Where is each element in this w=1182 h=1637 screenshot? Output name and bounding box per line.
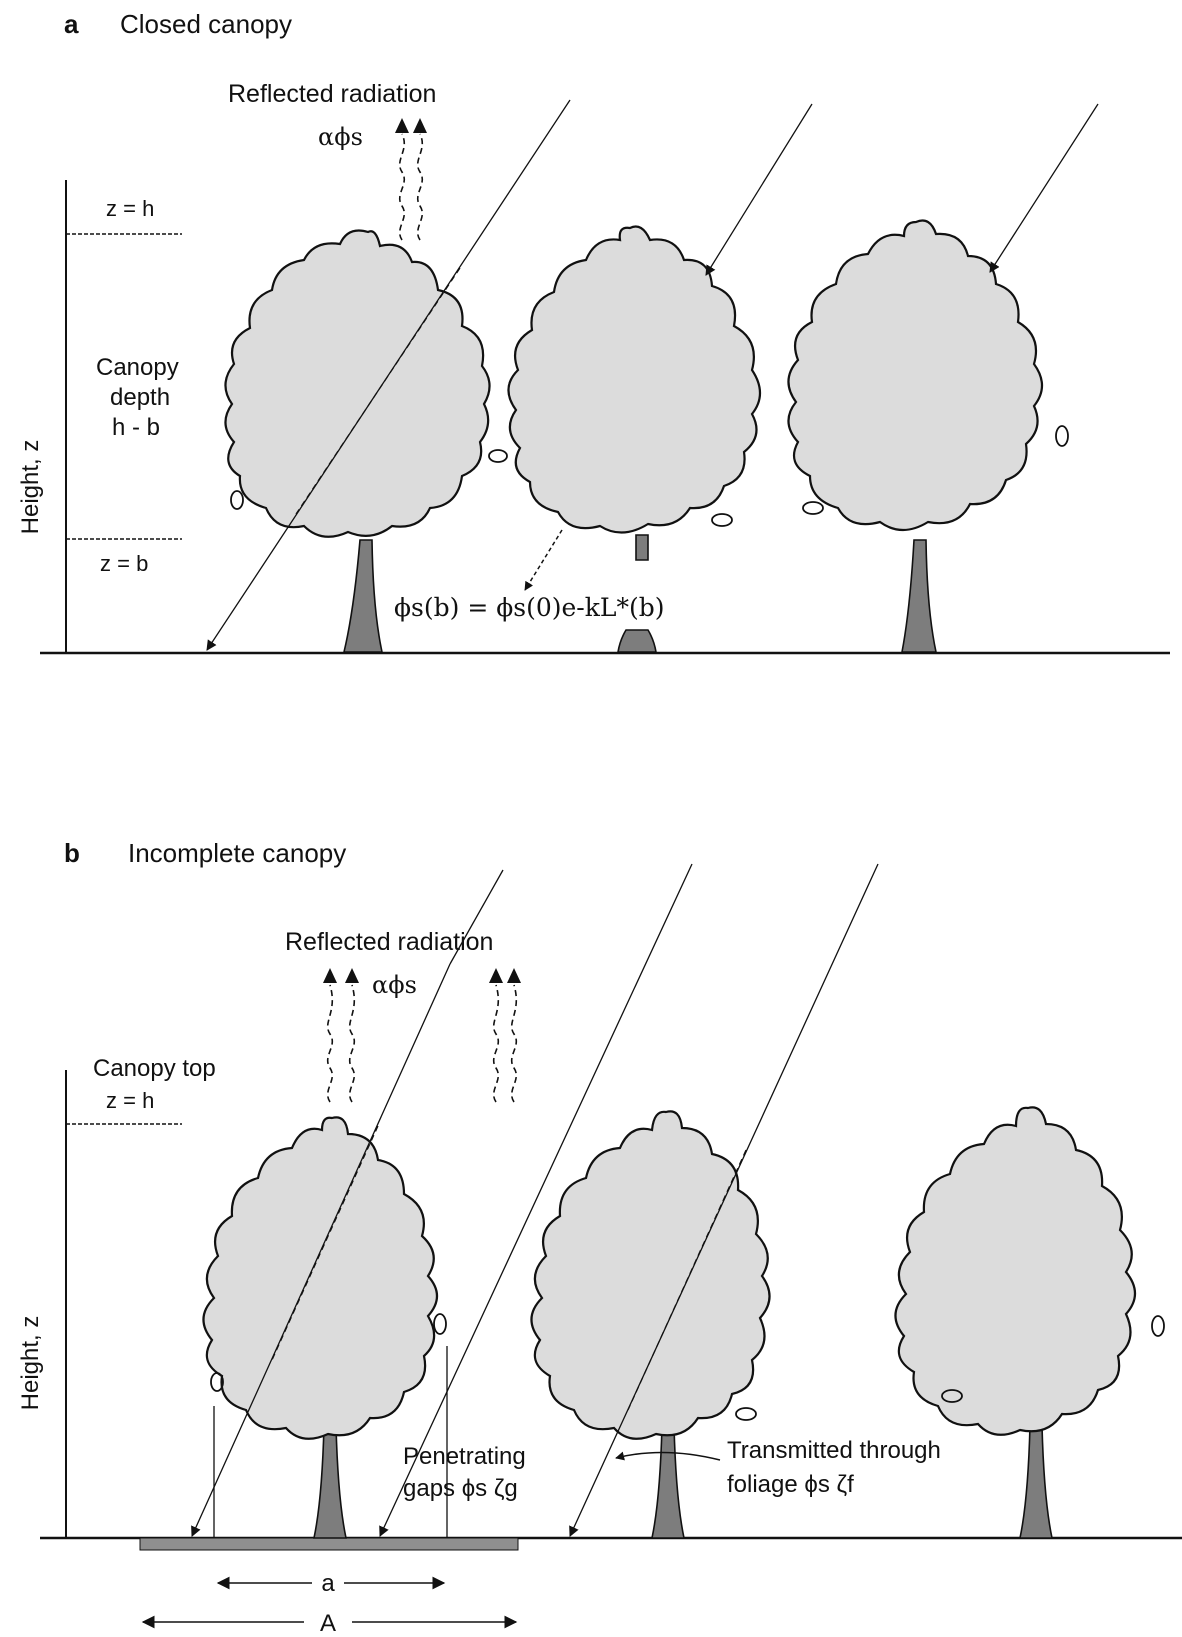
leaf-clump — [736, 1408, 756, 1420]
panel-a-y-axis-label: Height, z — [17, 440, 44, 535]
tree-crown — [508, 227, 760, 533]
tree-trunk — [314, 1426, 346, 1538]
canopy-depth-line-2: depth — [110, 384, 170, 411]
reflected-arrowhead — [489, 968, 503, 983]
tree-a1 — [225, 231, 489, 653]
panel-b: b Incomplete canopy Height, z Canopy top… — [17, 838, 1182, 1637]
transmitted-label-line-1: Transmitted through — [727, 1437, 941, 1464]
reflected-wave-arrow — [512, 985, 517, 1102]
tree-crown — [531, 1111, 769, 1438]
leaf-clump — [803, 502, 823, 514]
panel-b-reflected-symbol: αϕs — [372, 971, 417, 999]
panel-a-letter: a — [64, 9, 79, 39]
gaps-label-line-1: Penetrating — [403, 1443, 526, 1470]
tree-crown — [895, 1107, 1135, 1434]
panel-a: a Closed canopy Height, z z = h Canopy d… — [17, 9, 1170, 653]
leaf-clump — [489, 450, 507, 462]
tree-trunk — [636, 535, 648, 560]
tree-crown — [203, 1117, 437, 1438]
panel-b-title: Incomplete canopy — [128, 838, 346, 868]
dim-A-label: A — [320, 1610, 336, 1637]
reflected-wave-arrow — [350, 985, 355, 1102]
panel-b-y-axis-label: Height, z — [17, 1316, 44, 1411]
tree-b3 — [895, 1107, 1164, 1538]
reflected-arrowhead — [507, 968, 521, 983]
incident-ray — [990, 104, 1098, 272]
tree-trunk — [902, 540, 936, 652]
panel-a-top-marker: z = h — [106, 196, 154, 221]
transmitted-ray-dotted — [525, 530, 562, 590]
panel-b-top-marker: z = h — [106, 1088, 154, 1113]
incident-ray — [706, 104, 812, 275]
panel-a-title: Closed canopy — [120, 9, 292, 39]
reflected-wave-arrow — [494, 985, 499, 1102]
canopy-depth-line-3: h - b — [112, 414, 160, 441]
ground-gap-area — [140, 1538, 518, 1550]
reflected-wave-arrow — [418, 134, 423, 240]
leaf-clump — [1152, 1316, 1164, 1336]
reflected-arrowhead — [345, 968, 359, 983]
panel-a-bottom-marker: z = b — [100, 551, 148, 576]
dim-a-label: a — [321, 1570, 335, 1597]
tree-trunk — [652, 1426, 684, 1538]
panel-a-reflected-label: Reflected radiation — [228, 80, 436, 108]
tree-trunk — [344, 540, 382, 652]
tree-trunk — [1020, 1426, 1052, 1538]
transmitted-label-line-2: foliage ϕs ζf — [727, 1471, 854, 1498]
leaf-clump — [434, 1314, 446, 1334]
tree-a3 — [788, 221, 1068, 653]
leaf-clump — [1056, 426, 1068, 446]
panel-a-reflected-symbol: αϕs — [318, 123, 363, 151]
reflected-wave-arrow — [328, 985, 333, 1102]
leaf-clump — [231, 491, 243, 509]
reflected-arrowhead — [323, 968, 337, 983]
tree-trunk-base — [618, 630, 656, 652]
panel-b-letter: b — [64, 838, 80, 868]
leaf-clump — [712, 514, 732, 526]
reflected-arrowhead — [413, 118, 427, 133]
gaps-label-line-2: gaps ϕs ζg — [403, 1475, 518, 1502]
tree-crown — [225, 231, 489, 537]
panel-a-equation: ϕs(b) = ϕs(0)e-kL*(b) — [394, 593, 665, 622]
tree-crown — [788, 221, 1042, 531]
reflected-arrowhead — [395, 118, 409, 133]
canopy-top-label: Canopy top — [93, 1055, 216, 1082]
tree-a2 — [489, 227, 760, 653]
reflected-wave-arrow — [400, 134, 405, 240]
canopy-depth-line-1: Canopy — [96, 354, 179, 381]
